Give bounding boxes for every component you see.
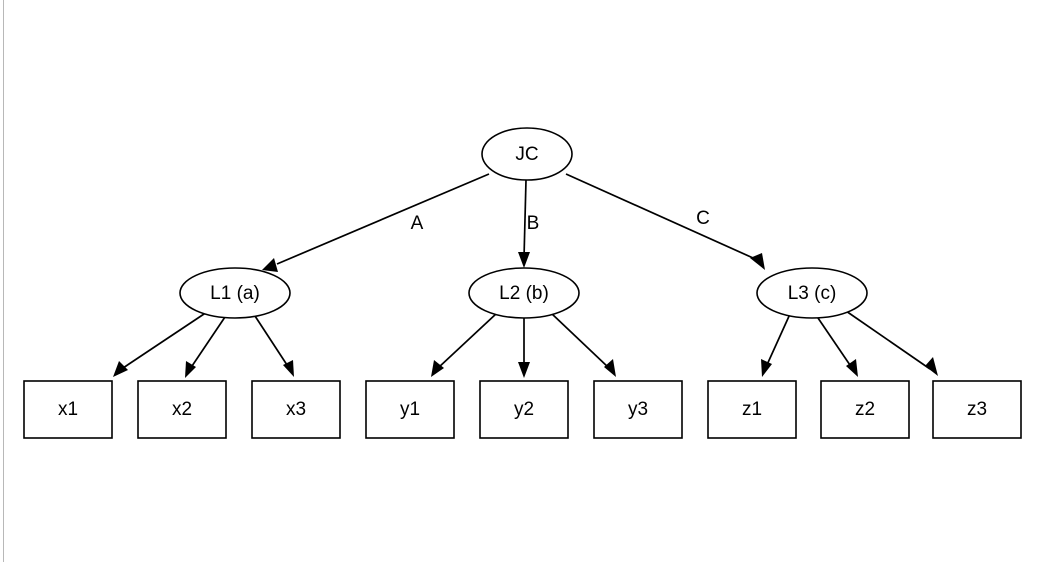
edge-l2-to-y1 (431, 312, 498, 377)
edge-l1-to-x3 (254, 315, 294, 377)
node-z3-rect (932, 380, 1022, 439)
node-z1-label: z1 (742, 399, 762, 420)
node-y3-rect (593, 380, 683, 439)
arrowhead-icon (604, 359, 616, 377)
node-l2[interactable]: L2 (b) (468, 267, 580, 319)
edge-l2-to-y2 (518, 318, 530, 378)
arrowhead-icon (431, 360, 444, 377)
arrowhead-icon (750, 253, 765, 270)
node-y3-label: y3 (628, 399, 648, 420)
edge-l3-to-z1 (761, 313, 791, 377)
node-y2-label: y2 (514, 399, 534, 420)
node-y3[interactable]: y3 (593, 380, 683, 439)
node-z1[interactable]: z1 (707, 380, 797, 439)
edge-l1-to-x2 (185, 316, 226, 378)
node-l3-ellipse (756, 267, 868, 319)
node-z2[interactable]: z2 (820, 380, 910, 439)
node-l1-label: L1 (a) (210, 283, 260, 304)
node-y1-label: y1 (400, 399, 420, 420)
node-l2-ellipse (468, 267, 580, 319)
node-y2[interactable]: y2 (479, 380, 569, 439)
arrowhead-icon (283, 360, 294, 377)
edge-jc-to-l2: B (518, 179, 540, 268)
node-z1-rect (707, 380, 797, 439)
node-z3[interactable]: z3 (932, 380, 1022, 439)
node-jc[interactable]: JC (481, 127, 573, 181)
node-x2[interactable]: x2 (137, 380, 227, 439)
canvas-left-border (3, 0, 4, 562)
node-x1-rect (23, 380, 113, 439)
arrowhead-icon (185, 361, 196, 378)
node-l3-label: L3 (c) (788, 283, 837, 304)
edge-label-a: A (411, 213, 424, 234)
node-z2-rect (820, 380, 910, 439)
edge-label-b: B (527, 213, 540, 234)
node-x1-label: x1 (58, 399, 78, 420)
node-x3-rect (251, 380, 341, 439)
node-l1-ellipse (179, 267, 291, 319)
edge-jc-to-l1: A (262, 173, 490, 272)
edge-l3-to-z3 (845, 310, 938, 376)
arrowhead-icon (262, 258, 278, 272)
node-x1[interactable]: x1 (23, 380, 113, 439)
edge-l3-to-z2 (817, 317, 858, 377)
edge-l2-to-y3 (550, 312, 616, 377)
edge-jc-to-l3: C (565, 173, 765, 270)
node-y1-rect (365, 380, 455, 439)
edge-l1-to-x1 (113, 311, 208, 377)
arrowhead-icon (761, 359, 772, 377)
node-z3-label: z3 (967, 399, 987, 420)
arrowhead-icon (113, 361, 128, 377)
arrowhead-icon (518, 252, 530, 268)
node-x3[interactable]: x3 (251, 380, 341, 439)
node-jc-ellipse (481, 127, 573, 181)
node-y2-rect (479, 380, 569, 439)
edge-layer: A B C (113, 173, 938, 378)
node-l3[interactable]: L3 (c) (756, 267, 868, 319)
node-x2-label: x2 (172, 399, 192, 420)
node-x2-rect (137, 380, 227, 439)
node-x3-label: x3 (286, 399, 306, 420)
node-y1[interactable]: y1 (365, 380, 455, 439)
node-z2-label: z2 (855, 399, 875, 420)
node-l1[interactable]: L1 (a) (179, 267, 291, 319)
node-jc-label: JC (515, 144, 538, 165)
node-l2-label: L2 (b) (499, 283, 549, 304)
arrowhead-icon (925, 357, 938, 376)
arrowhead-icon (846, 359, 858, 377)
edge-label-c: C (696, 208, 710, 229)
arrowhead-icon (518, 362, 530, 378)
